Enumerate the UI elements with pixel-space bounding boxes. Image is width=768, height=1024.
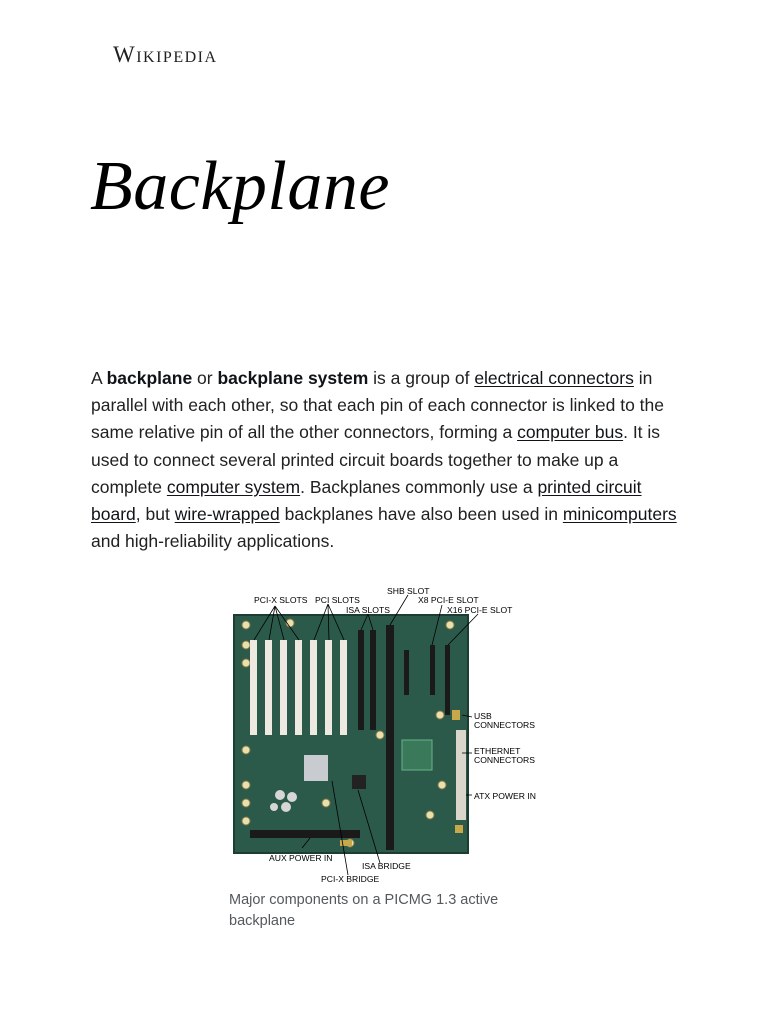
link-wire-wrapped[interactable]: wire-wrapped: [174, 504, 280, 525]
label-isa-bridge: ISA BRIDGE: [362, 861, 411, 871]
backplane-image[interactable]: PCI-X SLOTS PCI SLOTS ISA SLOTS SHB SLOT…: [230, 585, 540, 885]
backplane-figure[interactable]: PCI-X SLOTS PCI SLOTS ISA SLOTS SHB SLOT…: [230, 585, 540, 885]
label-pci-slots: PCI SLOTS: [315, 595, 360, 605]
label-x16-slot: X16 PCI-E SLOT: [447, 605, 513, 615]
lead-text: . It is used to connect several printed …: [91, 422, 661, 497]
link-electrical-connectors[interactable]: electrical connectors: [474, 368, 634, 388]
aux-power-connector: [250, 830, 360, 838]
bold-term-backplane: backplane: [106, 368, 193, 388]
label-pcix-slots: PCI-X SLOTS: [254, 595, 308, 605]
lead-text: , but: [135, 504, 175, 525]
isa-bridge-chip: [352, 775, 366, 789]
label-pcix-bridge: PCI-X BRIDGE: [321, 874, 380, 884]
jumpers: [340, 710, 463, 846]
link-minicomputers[interactable]: minicomputers: [562, 504, 677, 525]
lead-text: backplanes have also been used in: [279, 504, 563, 525]
figure-caption: Major components on a PICMG 1.3 active b…: [229, 892, 499, 929]
ethernet-chip: [401, 739, 433, 771]
page-title: Backplane: [90, 148, 390, 225]
label-ethernet-connectors: CONNECTORS: [474, 755, 535, 765]
lead-text: in parallel with each other, so that eac…: [91, 368, 664, 443]
black-slots: [358, 625, 450, 850]
label-usb: USB: [474, 711, 492, 721]
label-isa-slots: ISA SLOTS: [346, 605, 390, 615]
wikipedia-logo[interactable]: Wikipedia: [113, 42, 218, 67]
lead-text: or: [192, 368, 218, 388]
white-slots: [250, 640, 347, 735]
lead-text: is a group of: [368, 368, 475, 388]
heatsink: [304, 755, 328, 781]
lead-text: and high-reliability applications.: [91, 531, 335, 552]
capacitors: [270, 790, 297, 812]
label-atx-power: ATX POWER IN: [474, 791, 536, 801]
link-computer-system[interactable]: computer system: [166, 476, 301, 497]
lead-text: . Backplanes commonly use a: [300, 476, 538, 497]
label-aux-power: AUX POWER IN: [269, 853, 333, 863]
lead-paragraph: A backplane or backplane system is a gro…: [91, 365, 677, 555]
link-computer-bus[interactable]: computer bus: [517, 422, 624, 443]
bold-term-backplane-system: backplane system: [217, 368, 369, 388]
lead-text: A: [91, 368, 107, 388]
label-usb-connectors: CONNECTORS: [474, 720, 535, 730]
leader-lines: [253, 594, 479, 876]
atx-power-connector: [456, 730, 466, 820]
board-edge: [233, 614, 469, 854]
link-printed-circuit-board[interactable]: printed circuit board: [91, 476, 642, 525]
label-x8-slot: X8 PCI-E SLOT: [418, 595, 479, 605]
label-ethernet: ETHERNET: [474, 746, 521, 756]
label-shb-slot: SHB SLOT: [387, 586, 430, 596]
